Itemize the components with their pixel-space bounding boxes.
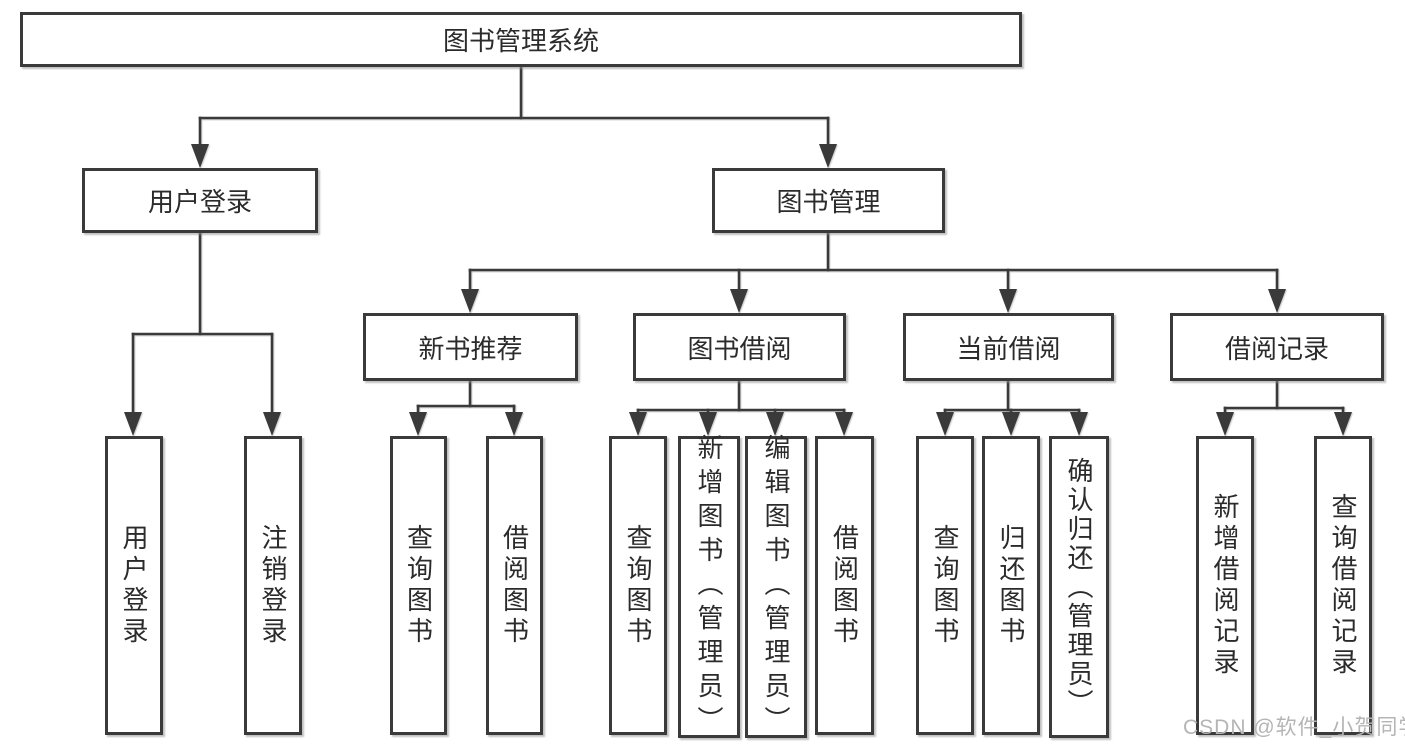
leaf-label: 借阅图书: [499, 523, 530, 648]
watermark: CSDN @软件_小贺同学: [1183, 716, 1405, 739]
leaf-node-user-login: 用户登录: [105, 436, 163, 735]
leaf-label: 归还图书: [996, 523, 1026, 648]
leaf-label: 新增图书（管理员）: [694, 434, 724, 740]
section-node-borrowing: 图书借阅: [633, 313, 846, 381]
connector-management: [461, 231, 1286, 313]
section-label: 借阅记录: [1224, 333, 1329, 364]
leaf-label: 注销登录: [258, 523, 288, 648]
section-label: 图书借阅: [687, 333, 792, 364]
leaf-node-logout: 注销登录: [244, 436, 302, 735]
leaf-node-return-books: 归还图书: [982, 436, 1040, 735]
leaf-node-borrow-books-1: 借阅图书: [486, 436, 543, 735]
management-branch-node: 图书管理: [712, 168, 945, 233]
leaf-node-confirm-return-admin: 确认归还（管理员）: [1049, 436, 1109, 738]
leaf-node-query-books-2: 查询图书: [609, 436, 667, 735]
leaf-node-edit-books-admin: 编辑图书（管理员）: [745, 434, 807, 740]
leaf-node-add-books-admin: 新增图书（管理员）: [678, 434, 740, 740]
leaf-label: 借阅图书: [829, 523, 860, 648]
connector-root: [191, 65, 837, 168]
root-label: 图书管理系统: [442, 26, 599, 56]
leaf-node-query-books-3: 查询图书: [916, 436, 974, 735]
connector-login: [124, 231, 281, 436]
leaf-label: 查询图书: [930, 523, 960, 648]
login-branch-label: 用户登录: [147, 187, 252, 217]
leaf-label: 用户登录: [119, 523, 149, 648]
section-label: 当前借阅: [956, 333, 1061, 364]
leaf-label: 查询借阅记录: [1328, 492, 1358, 679]
leaf-label: 确认归还（管理员）: [1064, 456, 1094, 718]
root-node: 图书管理系统: [20, 12, 1022, 67]
management-branch-label: 图书管理: [776, 187, 881, 217]
leaf-node-query-books-1: 查询图书: [390, 436, 447, 735]
connector-section-0: [409, 379, 523, 436]
section-node-loan-records: 借阅记录: [1170, 313, 1384, 381]
connector-section-2: [936, 379, 1088, 436]
section-node-new-books: 新书推荐: [363, 313, 578, 381]
leaf-node-borrow-books-2: 借阅图书: [815, 436, 874, 735]
connector-section-3: [1216, 379, 1352, 436]
leaf-label: 查询图书: [403, 523, 434, 648]
leaf-node-add-loan-record: 新增借阅记录: [1196, 436, 1254, 735]
leaf-label: 新增借阅记录: [1210, 492, 1240, 679]
login-branch-node: 用户登录: [82, 168, 318, 233]
leaf-label: 编辑图书（管理员）: [761, 434, 791, 740]
leaf-node-query-loan-record: 查询借阅记录: [1314, 436, 1372, 735]
leaf-label: 查询图书: [623, 523, 653, 648]
connector-section-1: [629, 379, 853, 436]
section-node-current-loans: 当前借阅: [903, 313, 1114, 381]
section-label: 新书推荐: [418, 333, 523, 364]
